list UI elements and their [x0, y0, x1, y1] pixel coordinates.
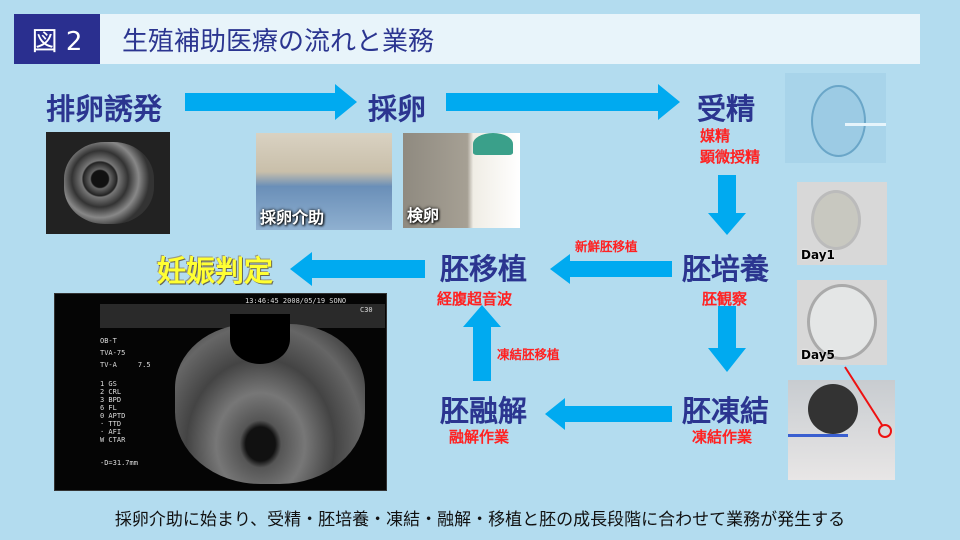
- us-timestamp: 13:46:45 2008/05/19 SONO: [245, 297, 347, 305]
- day-label: Day5: [801, 348, 835, 362]
- arrow-left-icon: [545, 398, 672, 430]
- us-mode: OB-T: [100, 337, 117, 345]
- stage-egg-retrieval: 採卵: [368, 92, 427, 126]
- day-label: Day1: [801, 248, 835, 262]
- day5-embryo-image: Day5: [797, 280, 887, 365]
- us-measure: 0 APTD: [100, 412, 126, 420]
- retrieval-assist-photo: 採卵介助: [256, 133, 392, 230]
- arrow-left-icon: [550, 254, 672, 284]
- task-icsi: 顕微授精: [700, 148, 761, 166]
- icsi-egg-image: [785, 73, 886, 163]
- transvaginal-ultrasound-image: 13:46:45 2008/05/19 SONO C30 OB-T TVA-75…: [54, 293, 387, 491]
- label-fresh-transfer: 新鮮胚移植: [575, 239, 638, 254]
- arrow-right-icon: [185, 84, 357, 120]
- arrow-down-icon: [708, 306, 746, 372]
- us-measure: W CTAR: [100, 436, 126, 444]
- task-ultrasound: 経腹超音波: [437, 290, 513, 308]
- title-text: 生殖補助医療の流れと業務: [122, 26, 435, 57]
- us-line1: TVA-75: [100, 349, 126, 357]
- task-thawing: 融解作業: [449, 428, 510, 446]
- stage-embryo-culture: 胚培養: [682, 252, 770, 286]
- us-measure: 1 GS: [100, 380, 117, 388]
- label-frozen-transfer: 凍結胚移植: [497, 347, 560, 362]
- us-measure: · AFI: [100, 428, 122, 436]
- us-measure: · TTD: [100, 420, 122, 428]
- caption: 採卵介助に始まり、受精・胚培養・凍結・融解・移植と胚の成長段階に合わせて業務が発…: [114, 510, 846, 530]
- arrow-down-icon: [708, 175, 746, 235]
- egg-check-photo: 検卵: [403, 133, 520, 228]
- task-embryo-observation: 胚観察: [702, 290, 748, 308]
- arrow-right-icon: [446, 84, 680, 120]
- stage-fertilization: 受精: [697, 92, 756, 126]
- arrow-left-icon: [290, 252, 425, 286]
- photo-label: 検卵: [407, 206, 440, 225]
- page-title: 生殖補助医療の流れと業務: [100, 14, 920, 64]
- us-measure: 3 BPD: [100, 396, 122, 404]
- stage-embryo-transfer: 胚移植: [440, 252, 528, 286]
- stage-pregnancy-test: 妊娠判定: [157, 254, 274, 288]
- arrow-up-icon: [463, 305, 501, 381]
- task-insemination: 媒精: [700, 127, 731, 145]
- us-distance: -D=31.7mm: [100, 459, 138, 467]
- vitrification-device-image: [788, 380, 895, 480]
- stage-embryo-thawing: 胚融解: [440, 394, 528, 428]
- stage-ovulation-induction: 排卵誘発: [46, 92, 163, 126]
- day1-embryo-image: Day1: [797, 182, 887, 265]
- us-line2: TV-A 7.5: [100, 361, 151, 369]
- pointer-line: [844, 366, 892, 438]
- us-probe: C30: [360, 306, 373, 314]
- stage-embryo-freezing: 胚凍結: [682, 394, 770, 428]
- photo-label: 採卵介助: [260, 208, 325, 227]
- ovary-ultrasound-image: [46, 132, 170, 234]
- task-freezing: 凍結作業: [692, 428, 753, 446]
- figure-badge: 図 2: [14, 14, 100, 64]
- us-measure: 6 FL: [100, 404, 117, 412]
- us-measure: 2 CRL: [100, 388, 122, 396]
